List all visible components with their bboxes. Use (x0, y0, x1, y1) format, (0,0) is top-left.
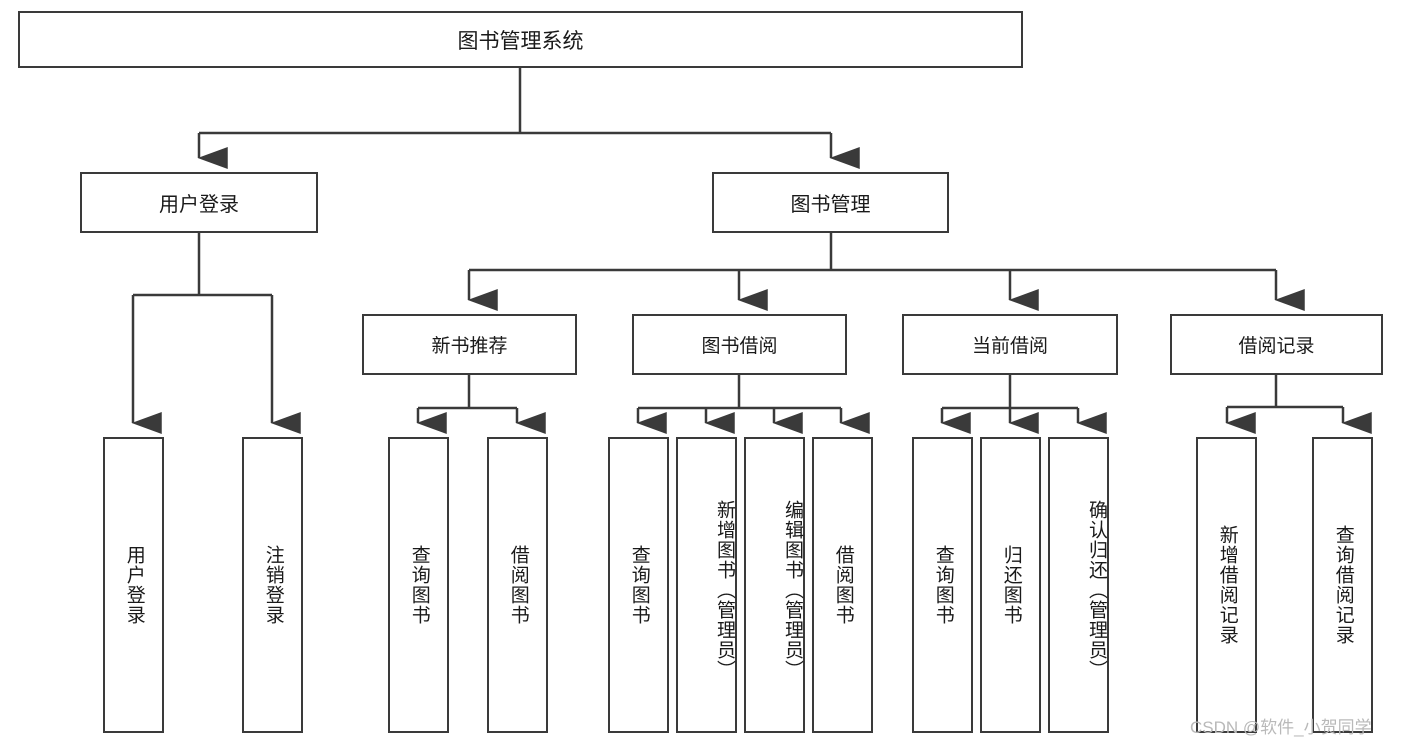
node-label: 查询图书 (408, 545, 430, 625)
csdn-watermark: CSDN @软件_小贺同学 (1190, 718, 1372, 737)
node-root-system[interactable]: 图书管理系统 (18, 11, 1023, 68)
leaf-borrow-add-book[interactable]: 新增图书（管理员） (676, 437, 737, 733)
node-label: 图书借阅 (701, 336, 778, 357)
leaf-record-add-record[interactable]: 新增借阅记录 (1196, 437, 1257, 733)
leaf-borrow-edit-book[interactable]: 编辑图书（管理员） (744, 437, 805, 733)
node-current-borrow[interactable]: 当前借阅 (902, 314, 1118, 375)
node-label: 归还图书 (1000, 545, 1022, 625)
leaf-user-login-signout[interactable]: 注销登录 (242, 437, 303, 733)
node-label: 当前借阅 (971, 336, 1048, 357)
node-label: 借阅图书 (507, 545, 529, 625)
node-user-login[interactable]: 用户登录 (80, 172, 318, 233)
node-label: 新增借阅记录 (1216, 525, 1238, 645)
leaf-record-query-record[interactable]: 查询借阅记录 (1312, 437, 1373, 733)
node-book-management[interactable]: 图书管理 (712, 172, 949, 233)
node-label: 用户登录 (123, 545, 145, 625)
leaf-borrow-query-book[interactable]: 查询图书 (608, 437, 669, 733)
node-label: 编辑图书（管理员） (782, 500, 803, 680)
node-label: 图书管理 (790, 194, 871, 216)
node-borrow-record[interactable]: 借阅记录 (1170, 314, 1383, 375)
node-label: 查询图书 (628, 545, 650, 625)
node-label: 新增图书（管理员） (714, 500, 735, 680)
node-label: 查询借阅记录 (1332, 525, 1354, 645)
node-label: 查询图书 (932, 545, 954, 625)
node-label: 借阅记录 (1238, 336, 1315, 357)
node-book-borrow[interactable]: 图书借阅 (632, 314, 847, 375)
leaf-recommend-query-book[interactable]: 查询图书 (388, 437, 449, 733)
leaf-recommend-borrow-book[interactable]: 借阅图书 (487, 437, 548, 733)
leaf-current-query-book[interactable]: 查询图书 (912, 437, 973, 733)
leaf-current-confirm-return[interactable]: 确认归还（管理员） (1048, 437, 1109, 733)
node-label: 新书推荐 (431, 336, 508, 357)
node-label: 图书管理系统 (457, 29, 584, 53)
node-label: 注销登录 (262, 545, 284, 625)
node-label: 借阅图书 (832, 545, 854, 625)
node-new-book-recommend[interactable]: 新书推荐 (362, 314, 577, 375)
leaf-user-login-signin[interactable]: 用户登录 (103, 437, 164, 733)
node-label: 确认归还（管理员） (1086, 500, 1107, 680)
node-label: 用户登录 (159, 194, 239, 216)
leaf-borrow-borrow-book[interactable]: 借阅图书 (812, 437, 873, 733)
leaf-current-return-book[interactable]: 归还图书 (980, 437, 1041, 733)
